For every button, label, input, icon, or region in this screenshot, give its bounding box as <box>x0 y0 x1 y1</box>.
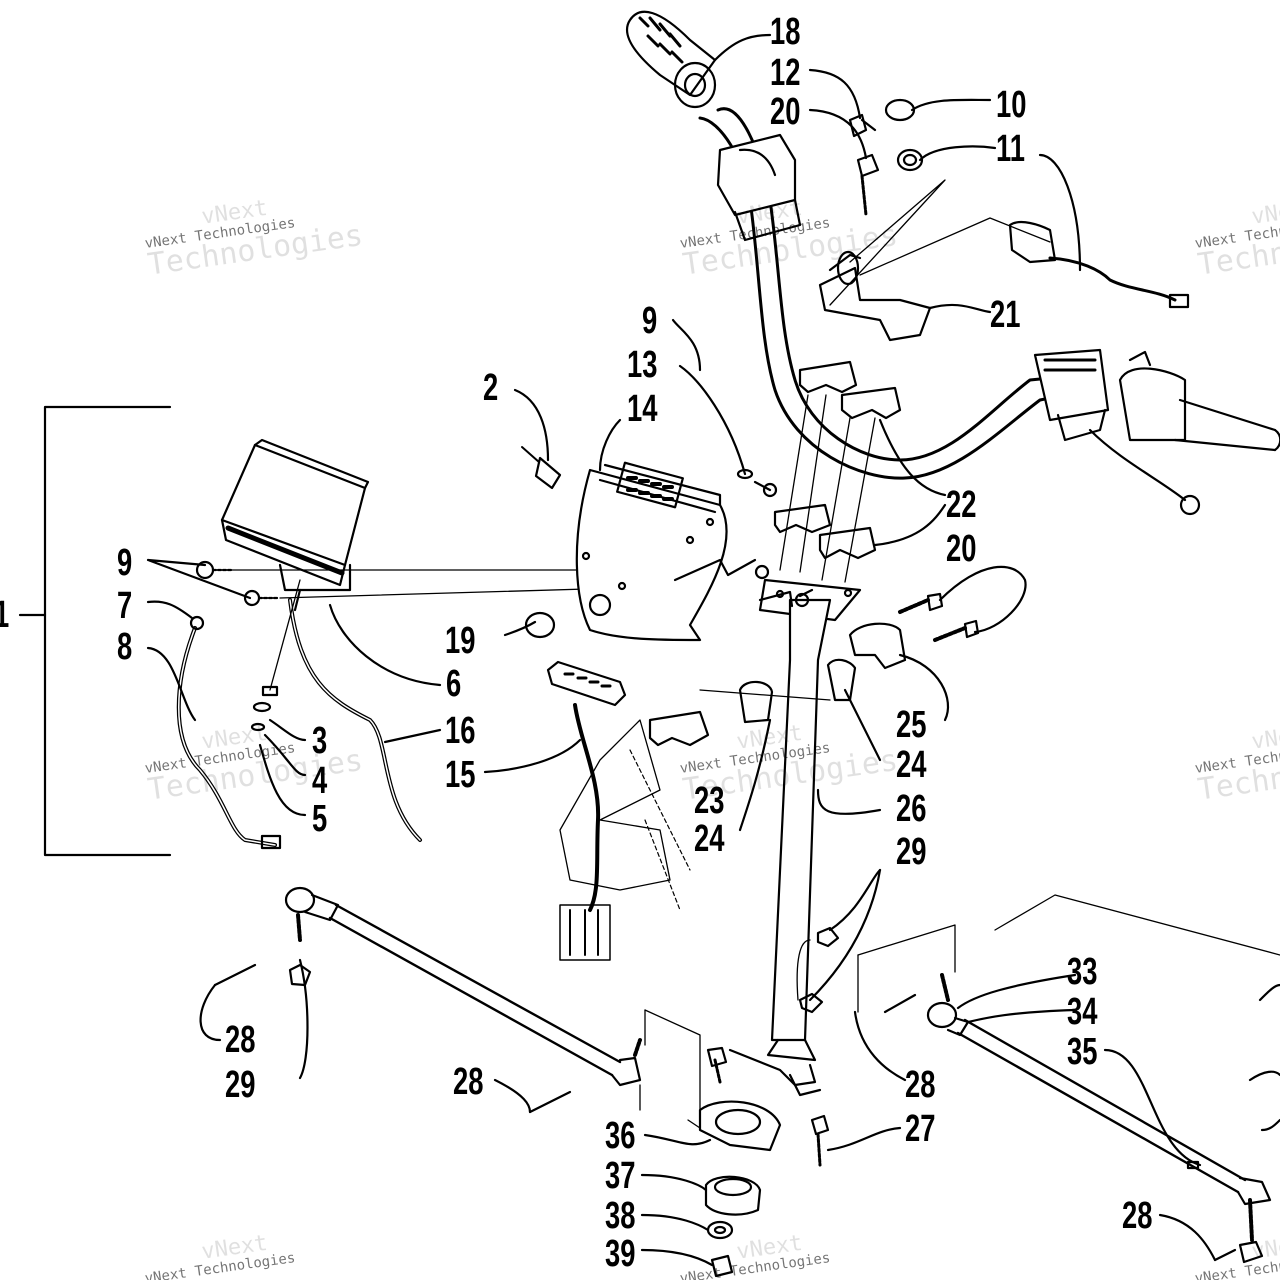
callout-27: 27 <box>905 1108 936 1150</box>
callout-20-lower: 20 <box>946 528 977 570</box>
steering-post <box>699 564 832 1097</box>
callout-28-c: 28 <box>905 1064 936 1106</box>
callout-34: 34 <box>1067 991 1098 1033</box>
callout-26: 26 <box>896 788 927 830</box>
callout-24-right: 24 <box>896 744 927 786</box>
callout-35: 35 <box>1067 1031 1098 1073</box>
callout-5: 5 <box>312 798 328 840</box>
callout-29-b: 29 <box>896 831 927 873</box>
callout-4: 4 <box>312 760 328 802</box>
callout-29-a: 29 <box>225 1064 256 1106</box>
bulb-7 <box>189 615 205 631</box>
callout-9-upper: 9 <box>642 300 658 342</box>
callout-12: 12 <box>770 52 801 94</box>
callout-11: 11 <box>996 128 1025 170</box>
callout-39: 39 <box>605 1233 636 1275</box>
headlight-pod <box>575 461 757 642</box>
callout-10: 10 <box>996 84 1027 126</box>
tie-rod-right <box>883 973 1272 1264</box>
callout-3: 3 <box>312 720 328 762</box>
reflector-19 <box>524 611 556 639</box>
callout-36: 36 <box>605 1115 636 1157</box>
assembly-bracket <box>43 405 172 857</box>
speedometer-gauge <box>220 438 370 612</box>
callout-8: 8 <box>117 626 133 668</box>
callout-1: 1 <box>0 596 9 634</box>
callout-28-a: 28 <box>225 1019 256 1061</box>
callout-15: 15 <box>445 754 476 796</box>
callout-14: 14 <box>627 388 658 430</box>
callout-16: 16 <box>445 710 476 752</box>
callout-19: 19 <box>445 620 476 662</box>
callout-24-left: 24 <box>694 818 725 860</box>
callout-25: 25 <box>896 704 927 746</box>
handlebar <box>626 10 1280 516</box>
callout-18: 18 <box>770 11 801 53</box>
callout-23: 23 <box>694 780 725 822</box>
callout-33: 33 <box>1067 951 1098 993</box>
switch-15 <box>546 660 627 961</box>
callout-2: 2 <box>483 367 499 409</box>
callout-9-left: 9 <box>117 542 133 584</box>
callout-37: 37 <box>605 1155 636 1197</box>
callout-28-b: 28 <box>453 1061 484 1103</box>
tie-rod-left <box>213 886 642 1114</box>
grip-18 <box>626 10 717 109</box>
callout-7: 7 <box>117 585 133 627</box>
callout-6: 6 <box>446 663 462 705</box>
callout-21: 21 <box>990 294 1021 336</box>
callout-22: 22 <box>946 484 977 526</box>
callout-28-d: 28 <box>1122 1195 1153 1237</box>
callout-13: 13 <box>627 344 658 386</box>
screw-9a <box>195 560 234 580</box>
screw-9b <box>243 589 280 607</box>
callout-38: 38 <box>605 1195 636 1237</box>
callout-20-upper: 20 <box>770 91 801 133</box>
